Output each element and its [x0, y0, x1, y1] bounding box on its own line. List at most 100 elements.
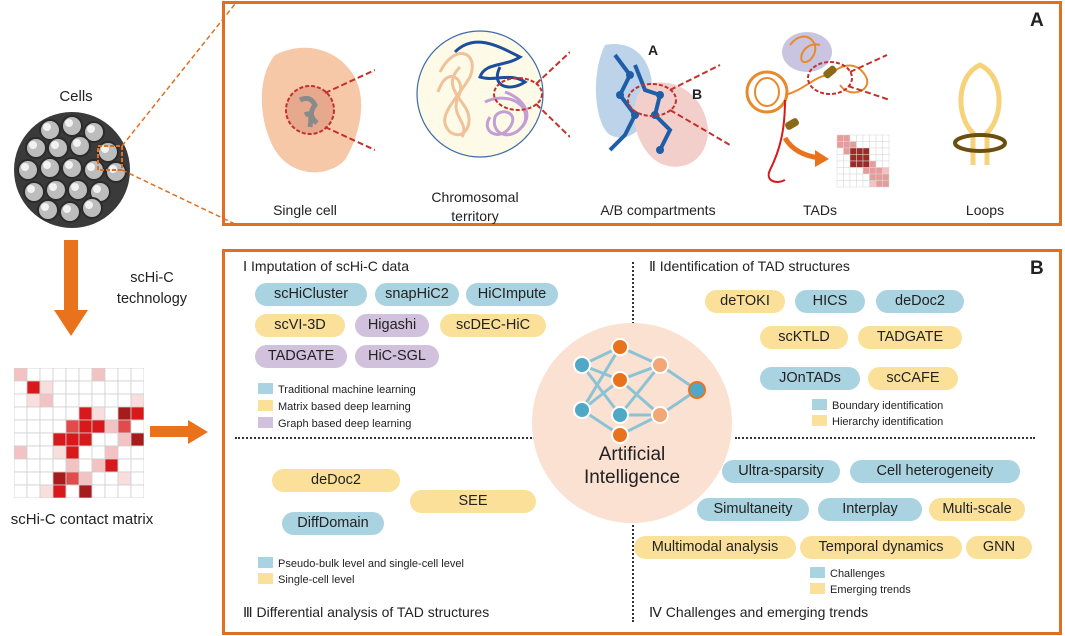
challenge-interplay: Interplay: [818, 498, 922, 521]
matrix-cell: [91, 432, 106, 447]
tad-heatmap-cell: [862, 154, 870, 162]
horizontal-divider-right: [735, 437, 1035, 439]
tad-heatmap-cell: [836, 173, 844, 181]
matrix-cell: [117, 368, 132, 382]
legend-swatch: [812, 399, 827, 410]
legend-swatch: [258, 417, 273, 428]
legend-swatch: [258, 573, 273, 584]
legend-label: Matrix based deep learning: [278, 401, 411, 413]
matrix-cell: [104, 484, 119, 498]
legend-label: Hierarchy identification: [832, 416, 944, 428]
legend-label: Boundary identification: [832, 400, 944, 412]
matrix-cell: [104, 419, 119, 434]
cell-highlight: [29, 141, 37, 149]
matrix-label: scHi-C contact matrix: [10, 511, 154, 528]
matrix-cell: [65, 419, 80, 434]
ai-label-line2: Intelligence: [583, 467, 681, 488]
matrix-cell: [78, 406, 93, 421]
q4-legend-row: Emerging trends: [810, 583, 911, 597]
ab-compartments-label: A/B compartments: [600, 202, 716, 218]
tad-heatmap-cell: [849, 167, 857, 175]
q1-legend-row: Matrix based deep learning: [258, 400, 411, 414]
tad-heatmap-cell: [882, 173, 890, 181]
matrix-cell: [52, 393, 67, 408]
matrix-cell: [130, 393, 144, 408]
tad-heatmap-cell: [856, 173, 864, 181]
matrix-cell: [52, 458, 67, 473]
legend-label: Pseudo-bulk level and single-cell level: [278, 558, 464, 570]
matrix-cell: [130, 445, 144, 460]
tool-hic-sgl: HiC-SGL: [355, 345, 439, 368]
tad-heatmap-cell: [856, 160, 864, 168]
challenge-simultaneity: Simultaneity: [697, 498, 809, 521]
panel-b: [222, 249, 1062, 635]
tad-heatmap-cell: [862, 173, 870, 181]
tad-heatmap-cell: [843, 147, 851, 155]
q2-legend-row: Boundary identification: [812, 399, 943, 413]
tad-heatmap-cell: [843, 180, 851, 188]
matrix-cell: [130, 458, 144, 473]
matrix-cell: [14, 368, 28, 382]
matrix-cell: [52, 484, 67, 498]
chromosomal-territory-label: Chromosomal territory: [431, 189, 519, 224]
matrix-cell: [78, 393, 93, 408]
matrix-cell: [130, 380, 144, 395]
matrix-cell: [91, 406, 106, 421]
tad-heatmap-cell: [875, 173, 883, 181]
legend-label: Graph based deep learning: [278, 418, 412, 430]
tad-heatmap-cell: [862, 147, 870, 155]
trend-temporal-dynamics: Temporal dynamics: [800, 536, 962, 559]
legend-swatch: [810, 583, 825, 594]
tad-heatmap-cell: [836, 167, 844, 175]
matrix-cell: [39, 419, 54, 434]
tad-heatmap-cell: [836, 147, 844, 155]
legend-swatch: [810, 567, 825, 578]
challenge-ultra-sparsity: Ultra-sparsity: [722, 460, 840, 483]
matrix-cell: [117, 419, 132, 434]
matrix-cell: [78, 380, 93, 395]
legend-label: Traditional machine learning: [278, 384, 416, 396]
trend-gnn: GNN: [966, 536, 1032, 559]
tad-heatmap-cell: [875, 141, 883, 149]
tad-heatmap-cell: [869, 173, 877, 181]
compartment-a-label: A: [647, 42, 659, 58]
q1-title: Ⅰ Imputation of scHi-C data: [243, 258, 409, 274]
tad-heatmap-cell: [849, 134, 857, 142]
matrix-cell: [26, 368, 41, 382]
tad-heatmap-cell: [849, 147, 857, 155]
vertical-divider-bottom: [632, 510, 634, 622]
tad-heatmap-cell: [882, 160, 890, 168]
matrix-cell: [39, 393, 54, 408]
matrix-cell: [39, 458, 54, 473]
tad-heatmap-cell: [843, 134, 851, 142]
tads-illustration: [745, 32, 890, 188]
technology-label: scHi-C technology: [116, 270, 188, 307]
tad-heatmap-cell: [836, 134, 844, 142]
matrix-cell: [91, 368, 106, 382]
tad-heatmap-cell: [875, 154, 883, 162]
matrix-cell: [14, 471, 28, 486]
loops-label: Loops: [965, 202, 1005, 218]
cell-highlight: [21, 163, 29, 171]
matrix-cell: [78, 471, 93, 486]
legend-label: Challenges: [830, 568, 886, 580]
tool-see: SEE: [410, 490, 536, 513]
legend-swatch: [258, 400, 273, 411]
tad-heatmap-cell: [875, 180, 883, 188]
tad-heatmap-cell: [843, 167, 851, 175]
matrix-cell: [117, 458, 132, 473]
tad-heatmap-cell: [869, 147, 877, 155]
chromosomal-territory-illustration: [416, 30, 570, 158]
tad-heatmap-cell: [856, 147, 864, 155]
matrix-cell: [91, 445, 106, 460]
matrix-cell: [26, 406, 41, 421]
matrix-cell: [65, 406, 80, 421]
matrix-cell: [104, 368, 119, 382]
matrix-cell: [104, 445, 119, 460]
tad-heatmap-cell: [836, 154, 844, 162]
tad-heatmap-cell: [882, 141, 890, 149]
matrix-cell: [52, 432, 67, 447]
matrix-cell: [39, 368, 54, 382]
matrix-cell: [26, 458, 41, 473]
matrix-cell: [104, 406, 119, 421]
